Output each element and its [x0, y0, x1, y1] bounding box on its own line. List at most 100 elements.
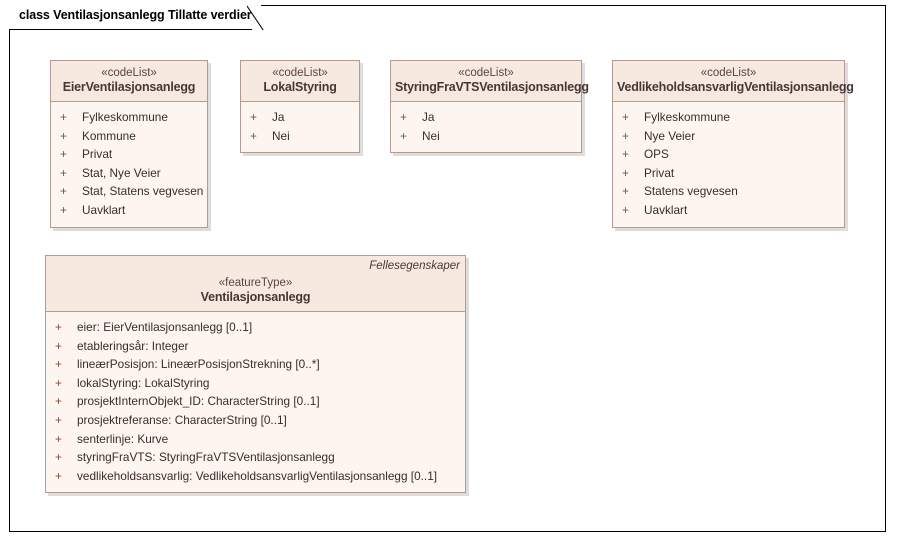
diagram-title-tab-shape: class Ventilasjonsanlegg Tillatte verdie…	[9, 5, 261, 30]
attribute-text: prosjektreferanse: CharacterString [0..1…	[77, 412, 287, 427]
attribute-text: Ja	[272, 110, 285, 124]
attribute-row: + OPS	[613, 145, 844, 164]
visibility-marker: +	[55, 412, 62, 427]
attribute-row: + Uavklart	[613, 201, 844, 220]
attribute-row: + Privat	[51, 145, 207, 164]
attribute-text: styringFraVTS: StyringFraVTSVentilasjons…	[77, 450, 335, 465]
attribute-row: + Privat	[613, 164, 844, 183]
attribute-row: + prosjektInternObjekt_ID: CharacterStri…	[46, 392, 465, 411]
attribute-row: + Statens vegvesen	[613, 182, 844, 201]
attribute-text: lineærPosisjon: LineærPosisjonStrekning …	[77, 357, 320, 372]
visibility-marker: +	[55, 320, 62, 334]
visibility-marker: +	[250, 128, 257, 143]
class-stereotype: «featureType»	[218, 277, 293, 289]
attribute-row: + Kommune	[51, 127, 207, 146]
visibility-marker: +	[622, 147, 629, 162]
class-stereotype: «codeList»	[458, 67, 514, 79]
visibility-marker: +	[55, 431, 62, 446]
class-attributes: + eier: EierVentilasjonsanlegg [0..1] + …	[46, 312, 465, 493]
visibility-marker: +	[400, 128, 407, 143]
class-name: VedlikeholdsansvarligVentilasjonsanlegg	[617, 80, 854, 94]
attribute-row: + lokalStyring: LokalStyring	[46, 374, 465, 393]
class-attributes: + Ja + Nei	[241, 102, 359, 153]
attribute-row: + Stat, Nye Veier	[51, 164, 207, 183]
class-header: «codeList» LokalStyring	[241, 61, 359, 102]
visibility-marker: +	[55, 375, 62, 390]
attribute-row: + etableringsår: Integer	[46, 337, 465, 356]
diagram-title: class Ventilasjonsanlegg Tillatte verdie…	[19, 8, 252, 22]
attribute-text: Privat	[82, 147, 113, 162]
attribute-text: etableringsår: Integer	[77, 338, 189, 353]
visibility-marker: +	[622, 128, 629, 143]
class-attributes: + Fylkeskommune + Kommune + Privat + Sta…	[51, 102, 207, 227]
attribute-row: + Nei	[391, 127, 581, 146]
attribute-text: Stat, Nye Veier	[82, 165, 161, 180]
class-box-ventilasjonsanlegg[interactable]: Fellesegenskaper «featureType» Ventilasj…	[45, 255, 466, 494]
visibility-marker: +	[60, 184, 67, 199]
visibility-marker: +	[55, 338, 62, 353]
class-header: «codeList» VedlikeholdsansvarligVentilas…	[613, 61, 854, 102]
class-header: «codeList» StyringFraVTSVentilasjonsanle…	[391, 61, 589, 102]
attribute-text: Nei	[422, 128, 440, 143]
class-name: StyringFraVTSVentilasjonsanlegg	[395, 80, 589, 94]
visibility-marker: +	[622, 165, 629, 180]
class-box-eierventilasjonsanlegg[interactable]: «codeList» EierVentilasjonsanlegg + Fylk…	[50, 60, 208, 228]
attribute-text: prosjektInternObjekt_ID: CharacterString…	[77, 394, 320, 409]
attribute-text: OPS	[644, 147, 669, 162]
attribute-text: Fylkeskommune	[644, 110, 730, 124]
attribute-row: + Uavklart	[51, 201, 207, 220]
attribute-row: + prosjektreferanse: CharacterString [0.…	[46, 411, 465, 430]
diagram-title-tab: class Ventilasjonsanlegg Tillatte verdie…	[9, 5, 261, 30]
visibility-marker: +	[60, 110, 67, 124]
visibility-marker: +	[60, 128, 67, 143]
attribute-row: + styringFraVTS: StyringFraVTSVentilasjo…	[46, 448, 465, 467]
attribute-row: + lineærPosisjon: LineærPosisjonStreknin…	[46, 355, 465, 374]
attribute-text: Privat	[644, 165, 675, 180]
attribute-text: senterlinje: Kurve	[77, 431, 169, 446]
attribute-text: Fylkeskommune	[82, 110, 168, 124]
class-name: EierVentilasjonsanlegg	[62, 80, 196, 94]
attribute-text: lokalStyring: LokalStyring	[77, 375, 210, 390]
class-header: Fellesegenskaper «featureType» Ventilasj…	[46, 256, 465, 312]
attribute-text: Uavklart	[644, 202, 688, 217]
attribute-text: Kommune	[82, 128, 136, 143]
attribute-text: Uavklart	[82, 202, 126, 217]
attribute-row: + Ja	[391, 108, 581, 127]
class-box-vedlikeholdsansvarligventilasjonsanlegg[interactable]: «codeList» VedlikeholdsansvarligVentilas…	[612, 60, 854, 228]
visibility-marker: +	[55, 450, 62, 465]
visibility-marker: +	[55, 468, 62, 483]
class-attributes: + Ja + Nei	[391, 102, 581, 153]
class-attributes: + Fylkeskommune + Nye Veier + OPS + Priv…	[613, 102, 844, 227]
visibility-marker: +	[55, 394, 62, 409]
attribute-text: eier: EierVentilasjonsanlegg [0..1]	[77, 320, 253, 334]
attribute-row: + Fylkeskommune	[51, 108, 207, 127]
class-box-styringfravtsventilasjonsanlegg[interactable]: «codeList» StyringFraVTSVentilasjonsanle…	[390, 60, 589, 154]
attribute-row: + Nei	[241, 127, 359, 146]
class-stereotype: «codeList»	[700, 67, 757, 79]
visibility-marker: +	[622, 184, 629, 199]
class-box-lokalstyring[interactable]: «codeList» LokalStyring + Ja + Nei	[240, 60, 360, 154]
attribute-row: + Ja	[241, 108, 359, 127]
visibility-marker: +	[60, 165, 67, 180]
attribute-row: + eier: EierVentilasjonsanlegg [0..1]	[46, 318, 465, 337]
attribute-row: + Fylkeskommune	[613, 108, 844, 127]
class-name: LokalStyring	[263, 80, 337, 94]
visibility-marker: +	[622, 202, 629, 217]
visibility-marker: +	[622, 110, 629, 124]
diagram-title-tab-underline	[9, 29, 252, 30]
attribute-text: Statens vegvesen	[644, 184, 738, 199]
attribute-text: Nei	[272, 128, 290, 143]
attribute-text: Nye Veier	[644, 128, 696, 143]
attribute-text: vedlikeholdsansvarlig: Vedlikeholdsansva…	[77, 468, 438, 483]
attribute-row: + Nye Veier	[613, 127, 844, 146]
visibility-marker: +	[250, 110, 257, 124]
class-header: «codeList» EierVentilasjonsanlegg	[51, 61, 207, 102]
attribute-row: + vedlikeholdsansvarlig: Vedlikeholdsans…	[46, 467, 465, 486]
class-name: Ventilasjonsanlegg	[200, 290, 311, 304]
visibility-marker: +	[55, 357, 62, 372]
attribute-text: Stat, Statens vegvesen	[82, 184, 204, 199]
class-stereotype: «codeList»	[101, 67, 157, 79]
class-stereotype: «codeList»	[272, 67, 328, 79]
visibility-marker: +	[60, 147, 67, 162]
visibility-marker: +	[60, 202, 67, 217]
